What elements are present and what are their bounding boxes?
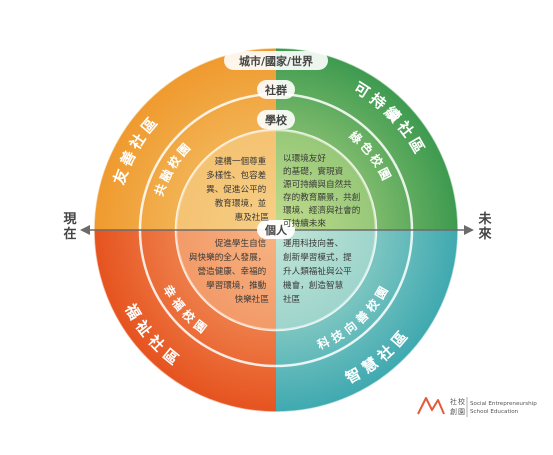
axis-label-future: 未來 — [477, 211, 492, 242]
ring-label-inner — [257, 110, 295, 129]
center-text: 個人 — [264, 223, 288, 237]
text-bottom-right: 運用科技向善、 創新學習模式，提 升人類福祉與公平 機會，創造智慧 社區 — [283, 237, 355, 305]
ring-label-center — [257, 220, 295, 239]
logo-english: Social Entrepreneurship School Education — [470, 401, 539, 415]
ring-label-outer — [224, 51, 328, 70]
logo: 社 校 創 園 Social Entrepreneurship School E… — [417, 397, 539, 417]
quadrant-top-right — [276, 48, 458, 230]
ring-label-middle — [257, 80, 295, 99]
left-arrow-icon — [80, 225, 90, 235]
logo-chinese: 社 校 創 園 — [450, 397, 467, 416]
axis-label-present: 現在 — [63, 212, 76, 242]
right-arrow-icon — [464, 225, 474, 235]
text-top-right: 以環境友好 的基礎，實現資 源可持續與自然共 存的教育願景，共創 環境、經濟與社… — [283, 152, 363, 229]
text-bottom-left: 促進學生自信 與快樂的全人發展， 營造健康、幸福的 學習環境，推動 快樂社區 — [189, 237, 269, 305]
inner-ring-text: 學校 — [265, 113, 288, 127]
text-top-left: 建構一個尊重 多樣性、包容差 異、促進公平的 教育環境，並 惠及社區 — [206, 155, 269, 223]
middle-ring-text: 社群 — [264, 83, 287, 97]
outer-ring-text: 城市/國家/世界 — [239, 54, 313, 68]
logo-mark-icon — [417, 397, 445, 415]
